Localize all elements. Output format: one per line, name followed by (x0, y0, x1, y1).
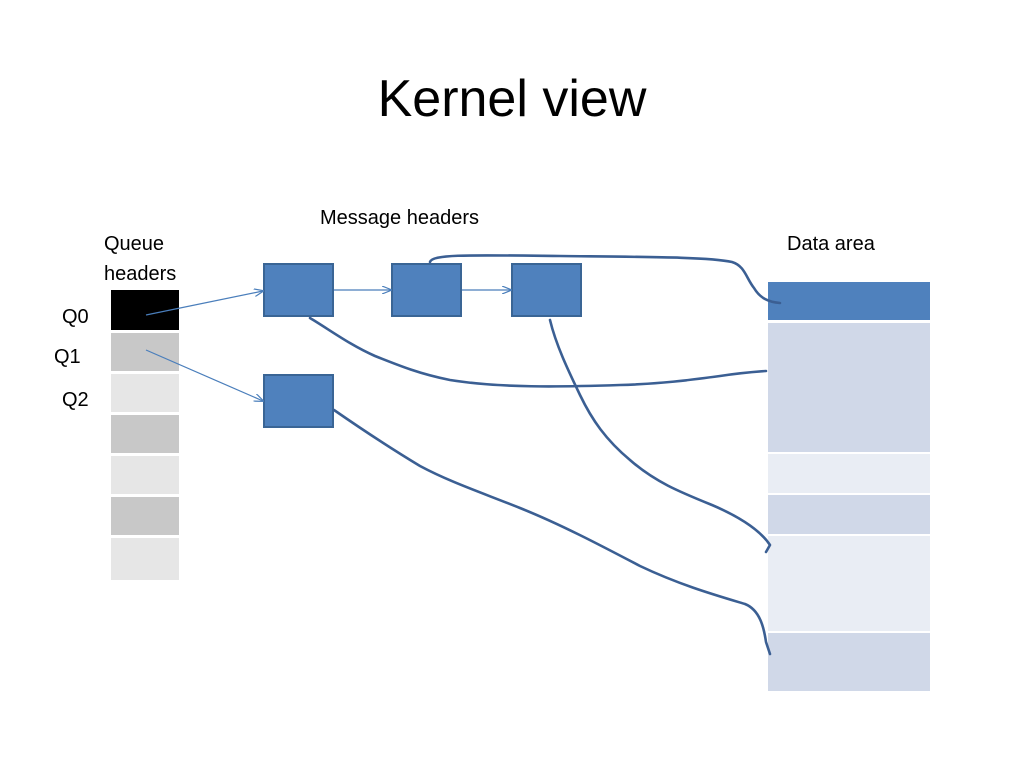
queue-header-slot (111, 538, 179, 580)
data-block-used (768, 282, 930, 320)
data-link-connector-3 (548, 318, 772, 554)
data-area-column (768, 282, 930, 691)
q0-pointer-arrow (145, 291, 263, 316)
queue-headers-label-line2: headers (104, 263, 176, 285)
page-title: Kernel view (378, 70, 647, 128)
data-area-label: Data area (787, 233, 876, 255)
queue-header-slot-q1 (111, 333, 179, 371)
data-block (768, 633, 930, 691)
queue-header-slot (111, 456, 179, 494)
q1-pointer-arrow (145, 349, 263, 401)
data-block (768, 323, 930, 452)
message-headers-label: Message headers (320, 207, 479, 229)
queue-label-q0: Q0 (62, 306, 89, 328)
message-header-box-4 (263, 374, 334, 428)
queue-headers-label-line1: Queue (104, 233, 164, 255)
queue-header-column (111, 290, 179, 580)
queue-header-slot-q2 (111, 374, 179, 412)
data-block (768, 495, 930, 534)
queue-header-slot (111, 497, 179, 535)
queue-label-q2: Q2 (62, 389, 89, 411)
data-block (768, 454, 930, 493)
queue-label-q1: Q1 (54, 346, 81, 368)
data-link-connector-4 (332, 408, 772, 656)
message-header-box-2 (391, 263, 462, 317)
queue-header-slot (111, 415, 179, 453)
data-block (768, 536, 930, 631)
message-header-box-3 (511, 263, 582, 317)
data-link-connector-1 (428, 254, 782, 305)
message-header-box-1 (263, 263, 334, 317)
data-link-connector-2 (308, 316, 768, 388)
